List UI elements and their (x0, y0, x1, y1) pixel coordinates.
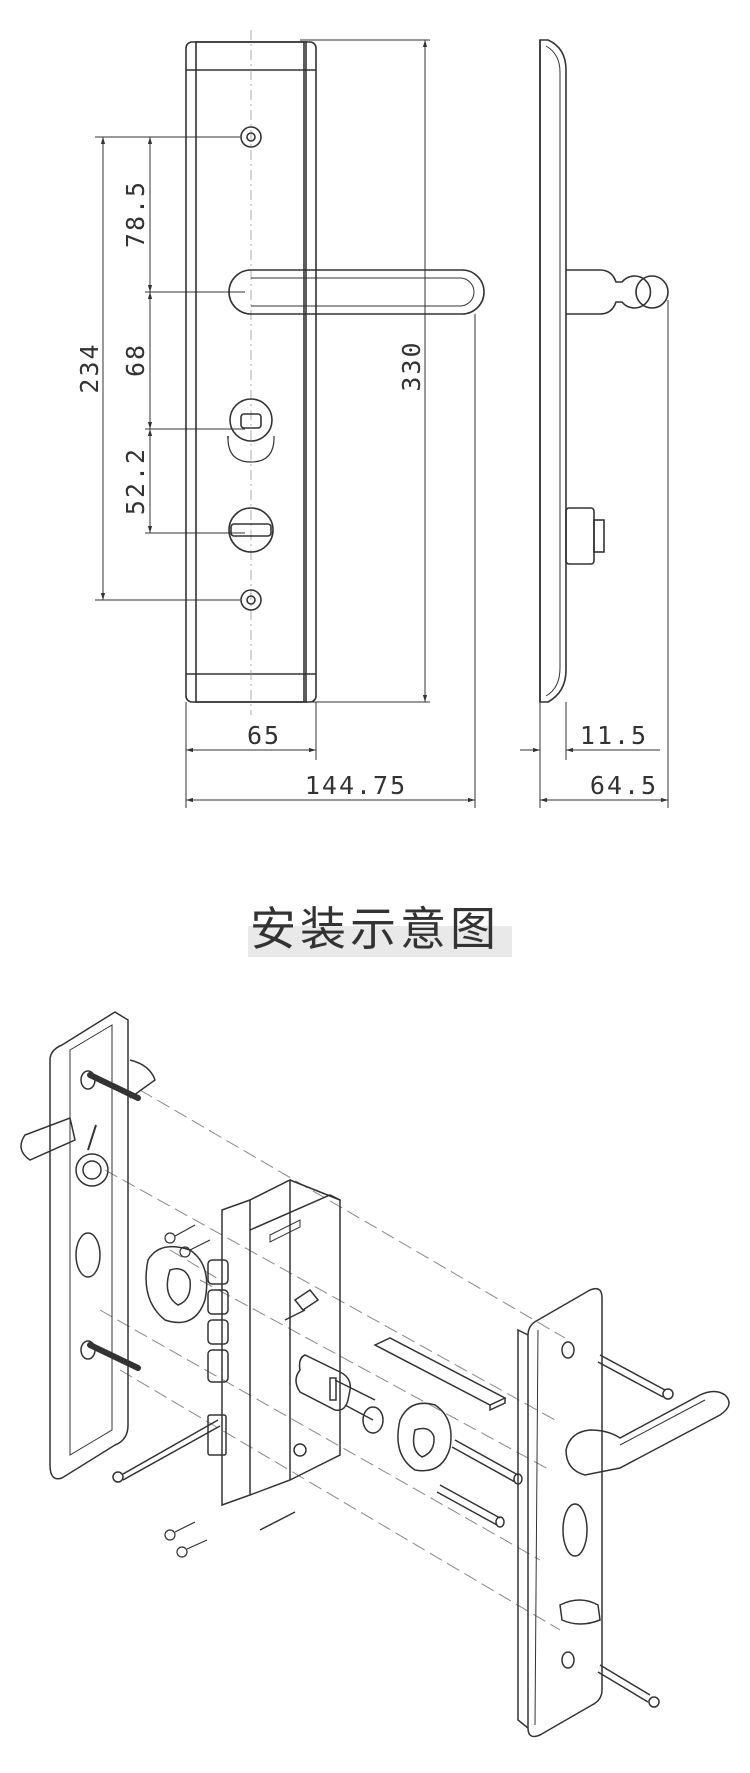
bottom-screw-hole (240, 589, 262, 611)
installation-diagram-heading: 安装示意图 (250, 902, 500, 956)
inner-lever-handle (565, 1390, 730, 1476)
lock-faceplate (221, 1198, 251, 1507)
front-view (185, 30, 485, 715)
connecting-pins (436, 1439, 523, 1528)
dim-11-5: 11.5 (580, 721, 648, 750)
cylinder-hole (229, 398, 273, 442)
mortise-lock-body (207, 1178, 341, 1531)
latch-bolt (207, 1349, 229, 1383)
dim-64-5: 64.5 (590, 771, 658, 800)
top-screw-hole (240, 126, 262, 148)
dim-234: 234 (75, 342, 104, 393)
dim-68: 68 (121, 343, 150, 377)
cylinder-rose-right (397, 1402, 452, 1472)
inner-cylinder-slot (562, 1503, 588, 1557)
inner-escutcheon (517, 1287, 730, 1738)
outer-escutcheon (20, 1011, 156, 1480)
heading-background-band (248, 926, 512, 957)
side-handle-neck (566, 269, 652, 315)
escutcheon-plate-inner (195, 41, 307, 703)
exploded-view (20, 1011, 730, 1738)
front-dimensions (95, 39, 476, 808)
side-view (539, 39, 669, 703)
outer-cylinder-slot (75, 1232, 101, 1278)
cylinder-rose-left (145, 1245, 208, 1324)
dim-144-75: 144.75 (305, 771, 407, 800)
long-screw-left (112, 1419, 221, 1483)
dead-bolt (207, 1414, 227, 1456)
euro-cylinder (295, 1354, 384, 1434)
spindle-bar (373, 1337, 507, 1406)
dim-52-2: 52.2 (121, 447, 150, 515)
side-plate (539, 39, 567, 703)
side-dimensions (520, 300, 669, 808)
lever-handle (228, 269, 485, 315)
long-screw-right (597, 1354, 674, 1708)
dim-65: 65 (247, 721, 281, 750)
dim-330: 330 (397, 340, 426, 391)
thumb-turn (228, 507, 274, 553)
side-thumb-turn (565, 507, 595, 565)
inner-thumb-turn (559, 1599, 601, 1625)
outer-handle-stub (20, 1116, 76, 1161)
dim-78-5: 78.5 (121, 180, 150, 248)
small-screws (164, 1224, 211, 1558)
assembly-guide-lines (99, 1089, 566, 1631)
